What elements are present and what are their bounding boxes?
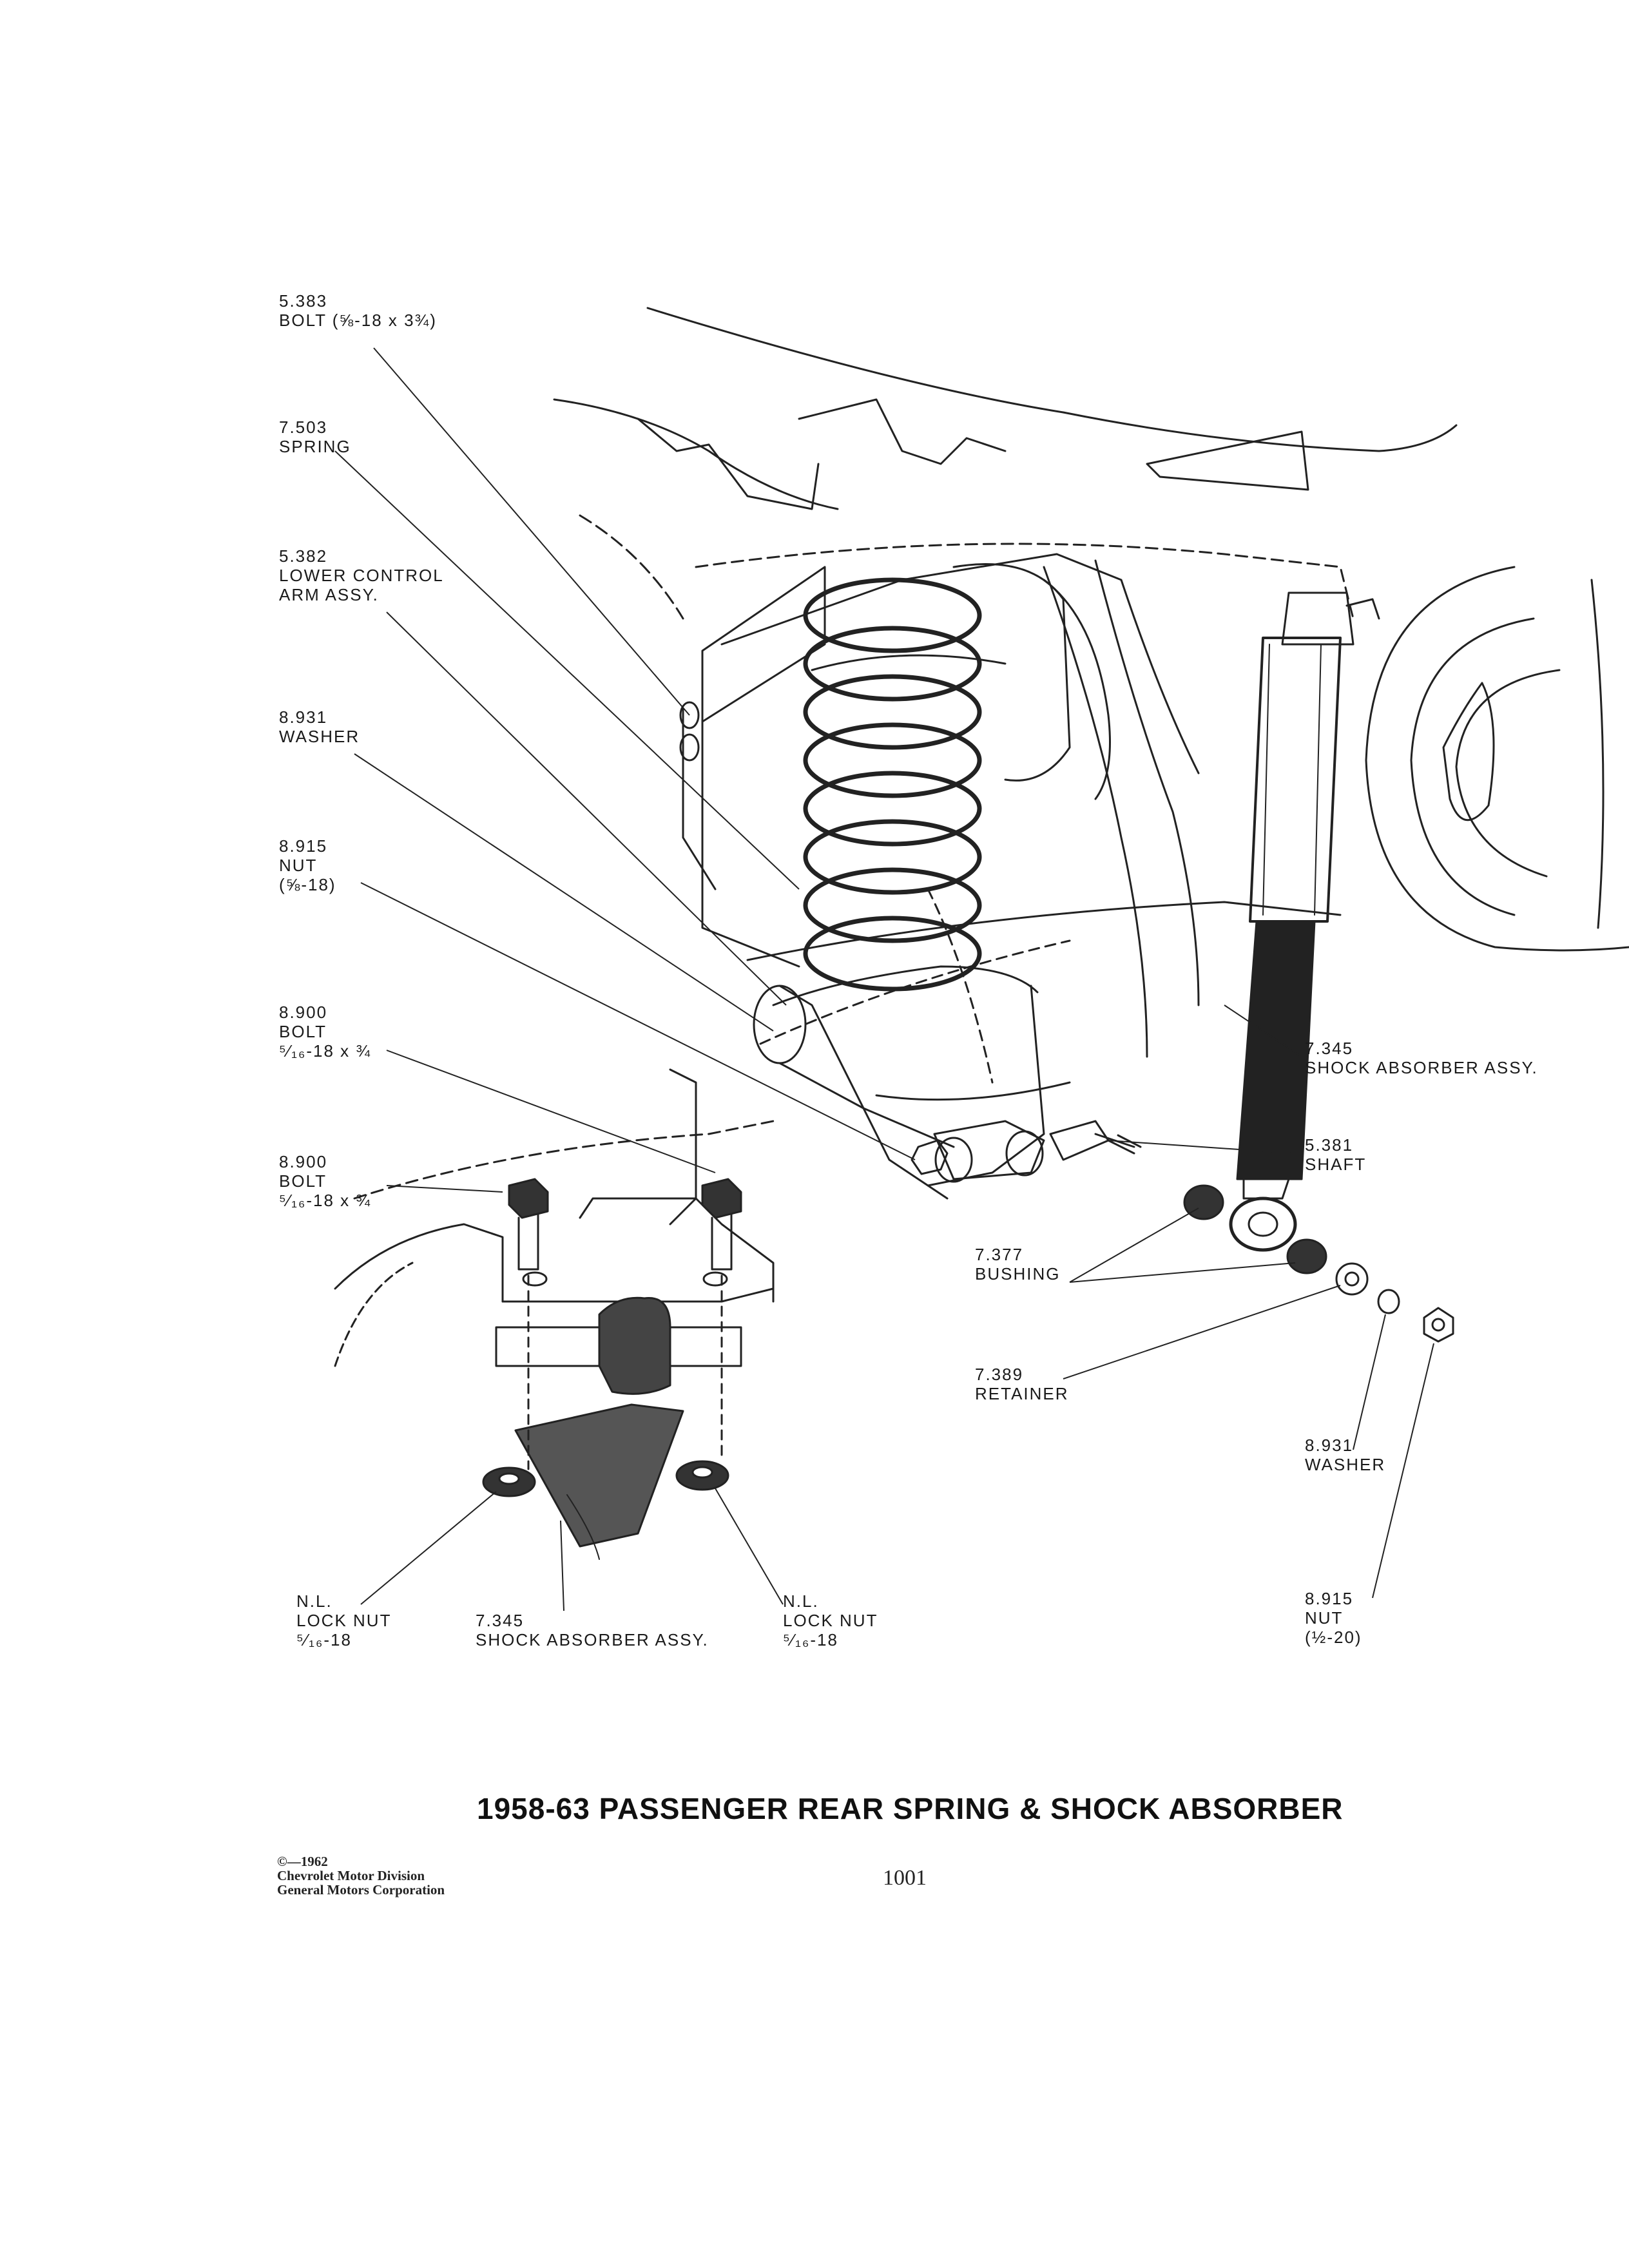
part-name-line1: NUT bbox=[1305, 1608, 1344, 1628]
mount-bolts bbox=[508, 1178, 742, 1470]
part-name: SHOCK ABSORBER ASSY. bbox=[1305, 1058, 1538, 1077]
part-number: 5.381 bbox=[1305, 1135, 1354, 1155]
part-name: WASHER bbox=[279, 727, 360, 746]
right-hardware bbox=[1183, 1184, 1454, 1343]
part-name: RETAINER bbox=[975, 1384, 1069, 1403]
part-number: N.L. bbox=[783, 1591, 819, 1611]
label-lock-nut-right: N.L. LOCK NUT ⁵⁄₁₆-18 bbox=[783, 1591, 878, 1649]
label-shaft-5381: 5.381 SHAFT bbox=[1305, 1135, 1366, 1174]
part-number: 8.931 bbox=[1305, 1436, 1354, 1455]
part-number: 8.915 bbox=[1305, 1589, 1354, 1608]
part-number: N.L. bbox=[296, 1591, 333, 1611]
part-number: 7.345 bbox=[1305, 1039, 1354, 1058]
lower-control-arm bbox=[753, 965, 1045, 1200]
part-name: BOLT (⅝-18 x 3¾) bbox=[279, 311, 437, 330]
part-name: SHAFT bbox=[1305, 1155, 1367, 1174]
control-arm-nut bbox=[911, 1139, 949, 1175]
leader-lines bbox=[334, 347, 1434, 1611]
label-nut-8915-right: 8.915 NUT (½-20) bbox=[1305, 1589, 1362, 1647]
part-name-line1: LOCK NUT bbox=[783, 1611, 878, 1630]
part-name: SPRING bbox=[279, 437, 351, 456]
part-number: 5.383 bbox=[279, 291, 328, 311]
part-name-line2: ⁵⁄₁₆-18 x ¾ bbox=[279, 1041, 372, 1061]
label-washer-8931-left: 8.931 WASHER bbox=[279, 707, 360, 746]
part-name-line2: ⁵⁄₁₆-18 bbox=[296, 1630, 352, 1649]
copyright-block: ©—1962 Chevrolet Motor Division General … bbox=[277, 1854, 445, 1897]
wheel-outline bbox=[1365, 566, 1629, 952]
lock-nuts bbox=[482, 1460, 729, 1497]
part-number: 8.931 bbox=[279, 707, 328, 727]
part-name-line2: (½-20) bbox=[1305, 1628, 1362, 1647]
label-bushing-7377: 7.377 BUSHING bbox=[975, 1245, 1060, 1283]
upper-frame-bracket bbox=[679, 566, 826, 968]
part-name-line1: LOWER CONTROL bbox=[279, 566, 444, 585]
label-lock-nut-left: N.L. LOCK NUT ⁵⁄₁₆-18 bbox=[296, 1591, 391, 1649]
coil-spring bbox=[803, 577, 982, 992]
lower-bracket-detail bbox=[334, 1068, 775, 1560]
label-lower-control-arm-5382: 5.382 LOWER CONTROL ARM ASSY. bbox=[279, 546, 444, 604]
vehicle-body-outline bbox=[553, 307, 1458, 1101]
part-name-line2: ARM ASSY. bbox=[279, 585, 379, 604]
part-name-line2: ⁵⁄₁₆-18 bbox=[783, 1630, 838, 1649]
part-name-line1: NUT bbox=[279, 856, 318, 875]
label-bolt-8900-lower: 8.900 BOLT ⁵⁄₁₆-18 x ¾ bbox=[279, 1152, 371, 1210]
upper-spring-seat bbox=[811, 563, 1111, 800]
part-number: 8.900 bbox=[279, 1003, 328, 1022]
part-number: 8.915 bbox=[279, 836, 328, 856]
part-name-line1: LOCK NUT bbox=[296, 1611, 392, 1630]
part-name-line1: BOLT bbox=[279, 1171, 327, 1191]
copyright-year: ©—1962 bbox=[277, 1854, 328, 1869]
part-number: 5.382 bbox=[279, 546, 328, 566]
part-number: 8.900 bbox=[279, 1152, 328, 1171]
copyright-corporation: General Motors Corporation bbox=[277, 1882, 445, 1898]
part-name-line1: BOLT bbox=[279, 1022, 327, 1041]
part-name: SHOCK ABSORBER ASSY. bbox=[476, 1630, 709, 1649]
label-shock-absorber-7345-bottom: 7.345 SHOCK ABSORBER ASSY. bbox=[476, 1611, 709, 1649]
copyright-division: Chevrolet Motor Division bbox=[277, 1868, 425, 1883]
label-bolt-5383: 5.383 BOLT (⅝-18 x 3¾) bbox=[279, 291, 437, 330]
label-bolt-8900-upper: 8.900 BOLT ⁵⁄₁₆-18 x ¾ bbox=[279, 1003, 371, 1061]
label-washer-8931-right: 8.931 WASHER bbox=[1305, 1436, 1385, 1474]
label-spring-7503: 7.503 SPRING bbox=[279, 418, 351, 456]
shock-absorber-right bbox=[1229, 591, 1380, 1252]
part-number: 7.377 bbox=[975, 1245, 1024, 1264]
part-name-line2: ⁵⁄₁₆-18 x ¾ bbox=[279, 1191, 372, 1210]
label-nut-8915-left: 8.915 NUT (⅝-18) bbox=[279, 836, 336, 894]
part-number: 7.345 bbox=[476, 1611, 525, 1630]
part-name: WASHER bbox=[1305, 1455, 1386, 1474]
label-retainer-7389: 7.389 RETAINER bbox=[975, 1365, 1069, 1403]
part-name-line2: (⅝-18) bbox=[279, 875, 336, 894]
part-number: 7.389 bbox=[975, 1365, 1024, 1384]
shock-lower-shaft bbox=[1049, 1120, 1142, 1161]
part-name: BUSHING bbox=[975, 1264, 1061, 1283]
part-number: 7.503 bbox=[279, 418, 328, 437]
page-title: 1958-63 PASSENGER REAR SPRING & SHOCK AB… bbox=[477, 1792, 1344, 1825]
page-number: 1001 bbox=[883, 1866, 927, 1890]
label-shock-absorber-7345-right: 7.345 SHOCK ABSORBER ASSY. bbox=[1305, 1039, 1538, 1077]
